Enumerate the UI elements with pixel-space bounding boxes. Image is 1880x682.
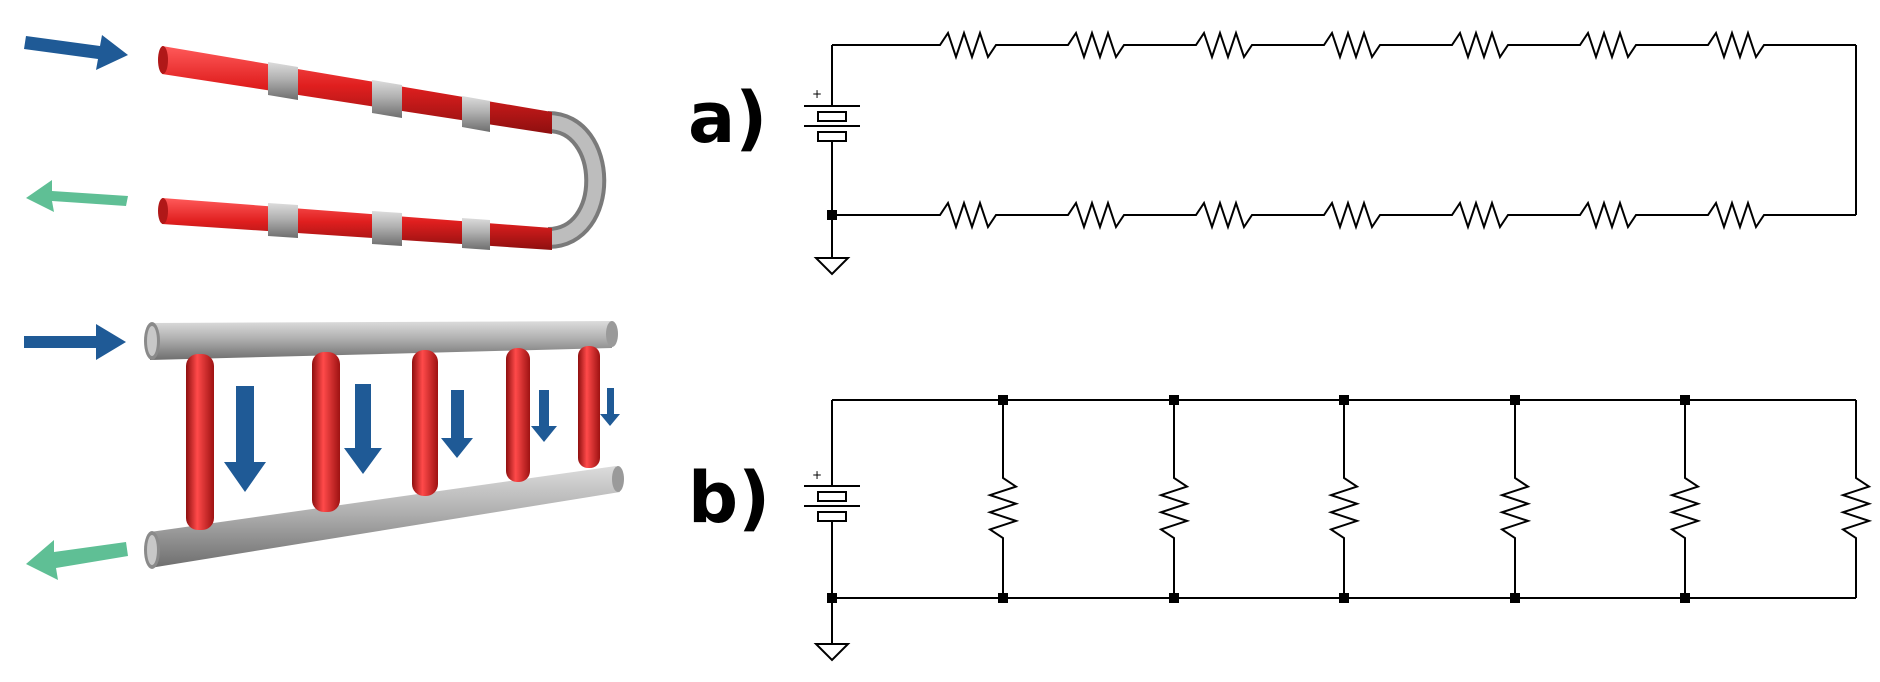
battery-plus: + <box>812 468 822 482</box>
battery-icon: + <box>804 45 860 215</box>
top-header <box>150 321 612 360</box>
resistor <box>1327 400 1361 598</box>
parallel-circuit: + <box>804 395 1873 662</box>
node-dot <box>1339 593 1349 603</box>
riser <box>312 352 340 512</box>
top-tube <box>162 46 552 134</box>
parallel-resistors <box>986 395 1873 603</box>
node-dot <box>1339 395 1349 405</box>
battery-plus: + <box>812 87 822 101</box>
coupling <box>268 203 490 250</box>
panel-label-b: b) <box>688 457 770 539</box>
node-dot <box>998 593 1008 603</box>
resistor <box>1157 400 1191 598</box>
node-dot <box>1169 593 1179 603</box>
riser <box>186 354 214 530</box>
hairpin-pipe <box>158 46 607 250</box>
node-dot <box>1510 395 1520 405</box>
riser <box>412 350 438 496</box>
ladder-manifold <box>144 321 624 569</box>
resistor <box>1839 400 1873 598</box>
battery-icon: + <box>804 400 860 598</box>
series-top-branch <box>832 29 1856 61</box>
node-dot <box>1680 395 1690 405</box>
riser <box>506 348 530 482</box>
node-dot <box>1510 593 1520 603</box>
arrow-right-icon <box>24 35 128 70</box>
series-circuit: + <box>804 29 1857 276</box>
series-bottom-branch <box>832 199 1856 231</box>
arrow-left-icon <box>26 540 128 580</box>
bottom-header <box>150 466 620 568</box>
node-dot <box>998 395 1008 405</box>
ground-icon <box>813 215 851 276</box>
bottom-tube <box>162 198 552 250</box>
coupling <box>268 62 490 132</box>
panel-label-a: a) <box>688 77 767 159</box>
arrow-down-icon <box>224 384 620 492</box>
resistor <box>986 400 1020 598</box>
arrow-left-icon <box>26 180 128 212</box>
node-dot <box>1680 593 1690 603</box>
resistor <box>1668 400 1702 598</box>
ground-icon <box>813 598 851 662</box>
arrow-right-icon <box>24 324 126 360</box>
resistor <box>1498 400 1532 598</box>
riser <box>578 346 600 468</box>
node-dot <box>1169 395 1179 405</box>
